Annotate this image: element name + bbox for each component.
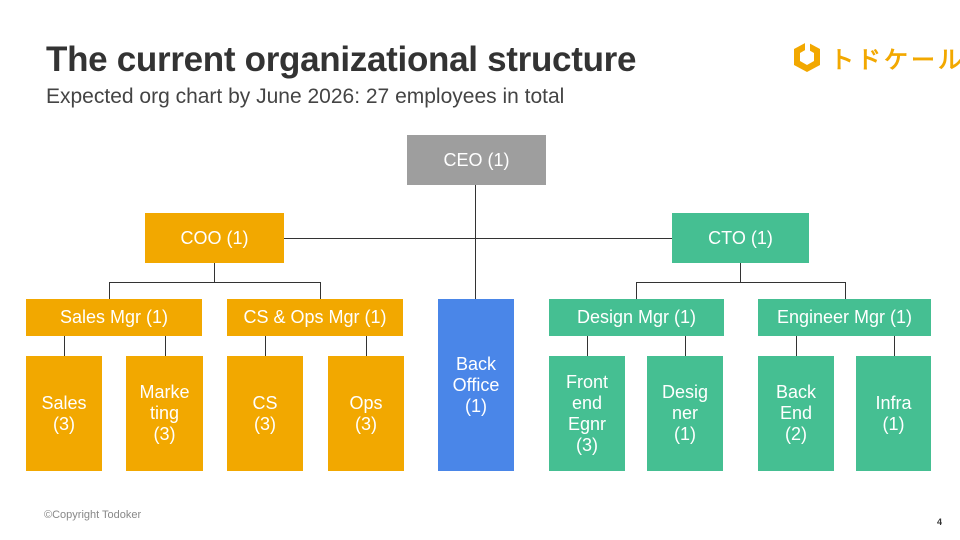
engineer-mgr-label: Engineer Mgr (1) — [776, 307, 913, 327]
backend-label: Back End (2) — [775, 382, 817, 444]
designer-label: Desig ner (1) — [661, 382, 709, 444]
back-office-label: Back Office (1) — [452, 353, 500, 416]
ops-label: Ops (3) — [349, 392, 383, 434]
sales-mgr-label: Sales Mgr (1) — [59, 307, 169, 327]
ceo-box: CEO (1) — [407, 135, 546, 185]
frontend-engineer-box: Front end Egnr (3) — [549, 356, 625, 471]
ceo-label: CEO (1) — [443, 149, 510, 170]
backend-box: Back End (2) — [758, 356, 834, 471]
sales-label: Sales (3) — [41, 392, 87, 434]
cs-ops-mgr-box: CS & Ops Mgr (1) — [227, 299, 403, 336]
cto-box: CTO (1) — [672, 213, 809, 263]
infra-box: Infra (1) — [856, 356, 931, 471]
engineer-mgr-box: Engineer Mgr (1) — [758, 299, 931, 336]
page-subtitle: Expected org chart by June 2026: 27 empl… — [46, 85, 565, 108]
cs-box: CS (3) — [227, 356, 303, 471]
page-number: 4 — [937, 517, 943, 527]
todoker-logo-icon — [794, 40, 820, 72]
coo-box: COO (1) — [145, 213, 284, 263]
page-title: The current organizational structure — [46, 40, 637, 79]
infra-label: Infra (1) — [875, 392, 912, 434]
frontend-engineer-label: Front end Egnr (3) — [565, 371, 608, 455]
design-mgr-label: Design Mgr (1) — [576, 307, 697, 327]
marketing-label: Marke ting (3) — [139, 382, 190, 444]
cs-label: CS (3) — [252, 392, 278, 434]
cto-label: CTO (1) — [708, 227, 773, 248]
sales-box: Sales (3) — [26, 356, 102, 471]
marketing-box: Marke ting (3) — [126, 356, 203, 471]
back-office-box: Back Office (1) — [438, 299, 514, 471]
designer-box: Desig ner (1) — [647, 356, 723, 471]
ops-box: Ops (3) — [328, 356, 404, 471]
logo-text: トドケール — [830, 47, 960, 74]
sales-mgr-box: Sales Mgr (1) — [26, 299, 202, 336]
coo-label: COO (1) — [180, 227, 249, 248]
copyright-text: ©Copyright Todoker — [44, 509, 142, 521]
design-mgr-box: Design Mgr (1) — [549, 299, 724, 336]
todoker-logo: トドケール — [790, 40, 960, 74]
cs-ops-mgr-label: CS & Ops Mgr (1) — [243, 307, 387, 327]
